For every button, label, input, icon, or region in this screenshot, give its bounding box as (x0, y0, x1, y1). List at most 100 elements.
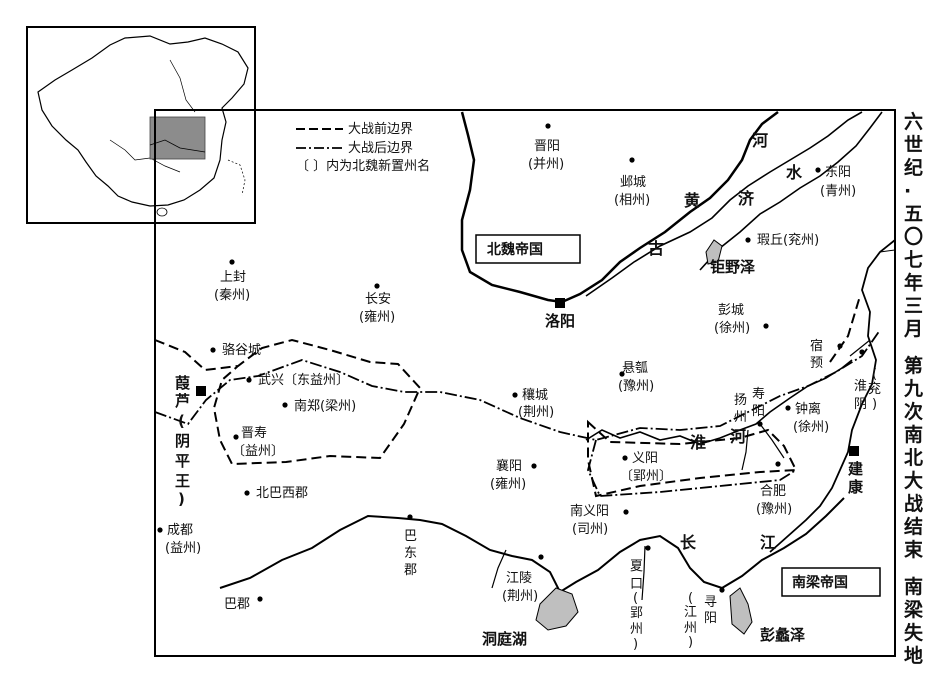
svg-text:黄: 黄 (684, 191, 700, 210)
title-char: 三 (904, 295, 923, 317)
svg-text:(: ( (688, 591, 693, 606)
place-name: 长安 (365, 292, 391, 307)
title-char: 南 (904, 424, 923, 446)
jiankang-char-1: 建 (848, 460, 864, 478)
inset-highlight-area (149, 116, 206, 160)
svg-text:州: 州 (684, 621, 697, 636)
svg-text:水: 水 (786, 163, 803, 182)
place-name: 巴郡 (224, 597, 250, 612)
place-name: 彭城 (718, 303, 744, 318)
title-char: 梁 (903, 598, 924, 621)
title-char: 七 (904, 249, 923, 271)
main-map-frame (154, 109, 896, 657)
place-name: 南郑(梁州) (294, 398, 356, 414)
place-name: 钟离 (795, 401, 821, 417)
svg-text:北魏帝国: 北魏帝国 (487, 241, 543, 258)
title-char: 北 (904, 447, 923, 469)
svg-text:): ) (872, 397, 877, 412)
place-dot (629, 157, 635, 163)
svg-text:彭蠡泽: 彭蠡泽 (760, 626, 805, 644)
place-name: 瑕丘(兖州) (757, 233, 819, 248)
place-sub: (荆州) (502, 588, 538, 604)
place-name: 江陵 (506, 571, 532, 586)
place-sub: 〔益州〕 (232, 444, 284, 459)
place-name: 襄阳 (496, 458, 522, 474)
title-char: 地 (904, 644, 923, 667)
place-sub: (相州) (614, 193, 650, 208)
place-dot (210, 347, 216, 353)
place-dot (512, 392, 518, 398)
place-dot (229, 259, 235, 265)
place-dot (619, 371, 625, 377)
title-char: 第 (904, 354, 923, 377)
svg-text:阳: 阳 (752, 404, 765, 419)
place-sub: (徐州) (793, 420, 829, 435)
map-title: 六世纪·五〇七年三月 第九次南北大战结束 南梁失地 (903, 110, 924, 667)
place-dot (531, 463, 537, 469)
pengli-lake (729, 587, 753, 635)
place-name: 北巴西郡 (256, 486, 308, 501)
title-char: 南 (904, 576, 923, 598)
border-after (154, 329, 881, 441)
place-dot (745, 237, 751, 243)
svg-text:州: 州 (630, 622, 643, 637)
place-dot (545, 123, 551, 129)
water-labels: 黄 河 古 济 水 淮 河 长 江 钜野泽 洞庭湖 彭蠡泽 (482, 131, 805, 648)
title-char: 失 (904, 621, 924, 644)
xialu-note-3: 平 (175, 452, 190, 470)
place-sub: (益州) (165, 541, 201, 556)
title-char: 大 (904, 469, 923, 492)
place-dot (538, 554, 544, 560)
place-name: 晋阳 (534, 139, 560, 154)
place-dot (785, 405, 791, 411)
place-name: 义阳 (632, 451, 658, 466)
place-name: 武兴〔东益州〕 (258, 373, 349, 388)
xialu-note-4: 王 (175, 472, 190, 490)
jiankang-char-2: 康 (848, 478, 864, 496)
title-char: 年 (904, 271, 923, 294)
legend-before-label: 大战前边界 (348, 121, 413, 137)
place-dot (775, 461, 781, 467)
place-name: 上封 (220, 270, 246, 285)
xialu-char-2: 芦 (175, 392, 190, 410)
title-char: 战 (904, 493, 923, 515)
title-column-3: 南梁失地 (903, 576, 924, 667)
place-name: 悬瓠 (622, 361, 648, 376)
legend: 大战前边界 大战后边界 〔 〕内为北魏新置州名 (296, 121, 430, 174)
svg-text:济: 济 (738, 189, 755, 208)
place-name: 东阳 (825, 165, 851, 180)
place-name: 成都 (167, 523, 193, 538)
place-dot (623, 509, 629, 515)
svg-text:预: 预 (810, 356, 823, 371)
svg-text:古: 古 (648, 239, 664, 258)
legend-after-label: 大战后边界 (348, 141, 413, 156)
north-wei-box: 北魏帝国 (475, 234, 581, 264)
title-char: 结 (904, 515, 923, 538)
place-name: 邺城 (620, 175, 646, 190)
place-dot (374, 283, 380, 289)
svg-text:): ) (633, 637, 638, 652)
svg-text:河: 河 (752, 131, 768, 150)
place-dot (763, 323, 769, 329)
yellow-river (585, 111, 863, 297)
place-name: 骆谷城 (222, 342, 261, 358)
svg-text:): ) (688, 635, 693, 650)
place-sub: (雍州) (359, 309, 395, 325)
inset-map (26, 26, 256, 224)
svg-text:南梁帝国: 南梁帝国 (792, 574, 848, 591)
title-column-1: 六世纪·五〇七年三月 (903, 110, 923, 340)
dongting-lake (535, 587, 579, 631)
place-sub: (徐州) (714, 321, 750, 336)
place-sub: (荆州) (518, 404, 554, 420)
svg-text:寿: 寿 (752, 387, 765, 402)
place-dot (233, 434, 239, 440)
jiankang-marker (849, 446, 859, 456)
yangtze-river (219, 497, 845, 594)
vertical-place-labels: 宿 预 寿 阳 扬 州 淮 阴 ( 兖 ) 巴 东 郡 夏 口 ( 郢 州 ) … (404, 338, 881, 652)
svg-text:口: 口 (630, 577, 643, 592)
svg-text:郢: 郢 (630, 606, 643, 621)
border-before (154, 338, 422, 466)
place-dot (157, 527, 163, 533)
juye-lake (705, 239, 723, 265)
title-char: 〇 (904, 226, 923, 248)
